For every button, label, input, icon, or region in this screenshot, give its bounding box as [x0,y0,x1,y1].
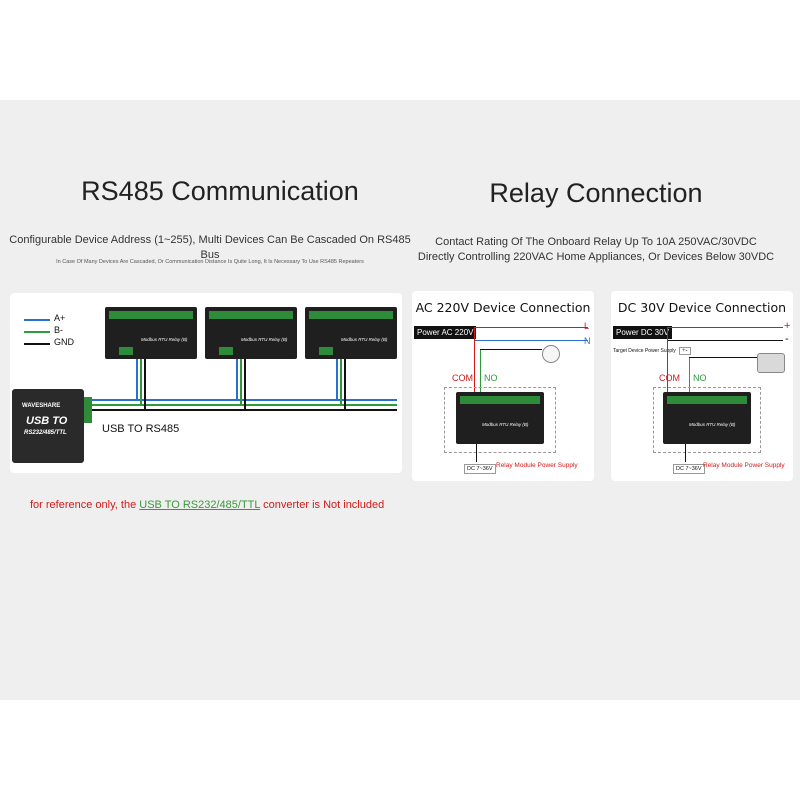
relay-2-drop-a [236,359,238,399]
ac-com-label: COM [452,373,473,383]
rs485-subtitle: Configurable Device Address (1~255), Mul… [9,234,411,261]
ac-relay-outline [444,387,556,453]
reference-note: for reference only, the USB TO RS232/485… [30,499,384,511]
relay-label: Modbus RTU Relay (B) [482,422,529,427]
relay-3-drop-b [340,359,342,404]
legend-b-label: B- [54,325,63,335]
ac-relay-module: Modbus RTU Relay (B) [456,392,544,444]
converter-link[interactable]: USB TO RS232/485/TTL [139,499,261,511]
relay-subtitle-2: Directly Controlling 220VAC Home Applian… [417,251,775,263]
dc-relay-outline [653,387,761,453]
reference-prefix: for reference only, the [30,499,140,511]
legend-a-line [24,319,50,321]
dc-supply-label: Relay Module Power Supply [703,462,785,469]
rs485-title: RS485 Communication [81,176,359,206]
legend-gnd-line [24,343,50,345]
ac-supply-wire [476,444,477,462]
reference-suffix: converter is Not included [260,499,385,511]
dc-relay-module: Modbus RTU Relay (B) [663,392,751,444]
relay-1-drop-b [140,359,142,404]
dc-supply-wire [685,444,686,462]
ac-power-label: Power AC 220V [414,326,477,339]
light-bulb-icon [542,345,560,363]
usb-converter: WAVESHARE USB TO RS232/485/TTL [12,389,84,463]
valve-icon [757,353,785,373]
relay-3-drop-gnd [344,359,346,409]
dc-com-drop [667,327,668,395]
ac-com-drop [474,327,475,395]
dc-plus-label: + [784,320,791,332]
ac-n-line [474,340,588,341]
relay-module-1: Modbus RTU Relay (B) [105,307,197,359]
ac-no-label: NO [484,373,498,383]
relay-1-drop-a [136,359,138,399]
relay-module-3: Modbus RTU Relay (B) [305,307,397,359]
relay-terminal-top [309,311,393,319]
dc-power-label: Power DC 30V [613,326,672,339]
dc-target-minus: - [685,348,688,354]
converter-terminal [84,397,92,423]
relay-connection-title: Relay Connection [489,178,703,208]
legend-b-line [24,331,50,333]
ac-supply-label: Relay Module Power Supply [496,462,578,469]
dc-minus-label: - [785,333,789,345]
ac-panel-title: AC 220V Device Connection [415,300,591,315]
relay-2-drop-b [240,359,242,404]
ac-connection-panel: AC 220V Device Connection Power AC 220V … [412,291,594,481]
dc-com-label: COM [659,373,680,383]
relay-label: Modbus RTU Relay (B) [141,337,188,342]
rs485-repeater-note: In Case Of Many Devices Are Cascaded, Or… [56,259,364,265]
dc-panel-title: DC 30V Device Connection [617,300,787,315]
relay-3-drop-a [336,359,338,399]
ac-l-label: L [584,321,590,331]
dc-target-plug: +- [679,347,691,355]
ac-no-drop [480,349,481,395]
waveshare-logo: WAVESHARE [22,403,61,409]
ac-supply-plug: DC 7~36V [464,464,496,474]
relay-1-drop-gnd [144,359,146,409]
dc-target-label: Target Device Power Supply [613,348,676,354]
relay-terminal-top [667,396,747,404]
dc-no-label: NO [693,373,707,383]
dc-no-drop [689,357,690,395]
dc-supply-plug: DC 7~36V [673,464,705,474]
dc-load-line [689,357,767,358]
bus-wire-gnd [92,409,397,411]
relay-terminal-top [460,396,540,404]
relay-terminal-top [209,311,293,319]
legend-a-label: A+ [54,313,66,323]
relay-label: Modbus RTU Relay (B) [689,422,736,427]
relay-terminal-bottom [319,347,333,355]
relay-label: Modbus RTU Relay (B) [341,337,388,342]
converter-subtitle: RS232/485/TTL [24,430,67,436]
dc-target-plus: + [682,348,686,354]
rs485-diagram-panel: A+ B- GND Modbus RTU Relay (B) Modbus RT… [10,293,402,473]
ac-n-label: N [584,336,591,346]
relay-module-2: Modbus RTU Relay (B) [205,307,297,359]
ac-load-line [480,349,542,350]
relay-terminal-bottom [119,347,133,355]
relay-terminal-bottom [219,347,233,355]
dc-connection-panel: DC 30V Device Connection Power DC 30V + … [611,291,793,481]
relay-label: Modbus RTU Relay (B) [241,337,288,342]
relay-subtitle-1: Contact Rating Of The Onboard Relay Up T… [435,236,757,248]
relay-terminal-top [109,311,193,319]
relay-2-drop-gnd [244,359,246,409]
legend-gnd-label: GND [54,337,74,347]
dc-minus-line [667,340,783,341]
dc-plus-line [667,327,783,328]
usb-rs485-label: USB TO RS485 [102,423,180,435]
ac-l-line [474,327,588,328]
converter-title: USB TO [26,415,68,427]
